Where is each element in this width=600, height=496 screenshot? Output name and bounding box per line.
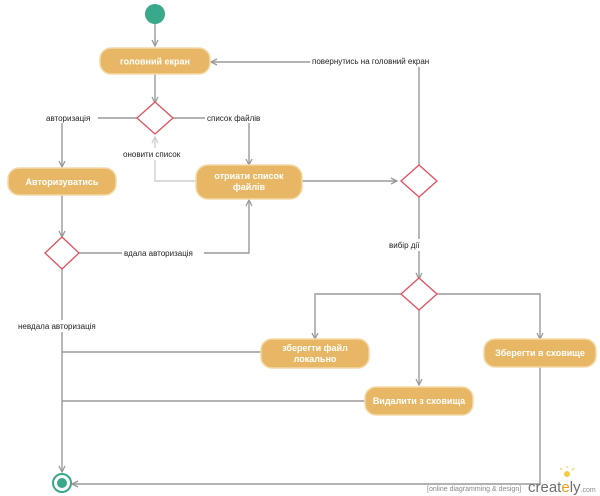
label-authorization: авторизація <box>46 114 90 123</box>
action-main-screen-label: головний екран <box>120 57 190 67</box>
action-save-local-label-2: локально <box>294 354 337 364</box>
connector-to-save-storage <box>437 293 540 339</box>
action-save-local-label-1: зберегти файл <box>282 343 348 353</box>
decision-auth <box>44 236 80 270</box>
action-main-screen: головний екран <box>99 47 211 75</box>
end-node <box>52 473 72 493</box>
watermark-brand: creately.com <box>528 479 596 496</box>
action-save-storage: Зберегти в сховище <box>483 338 597 368</box>
action-authorize: Авторизуватись <box>7 167 117 196</box>
label-back-to-main: повернутись на головний екран <box>312 57 429 66</box>
watermark-tagline: [online diagramming & design] <box>427 486 521 493</box>
label-file-list: список файлів <box>207 114 260 123</box>
decision-main <box>136 101 174 135</box>
action-authorize-label: Авторизуватись <box>26 177 99 187</box>
connector-auth-success <box>79 200 249 254</box>
action-get-list-label-2: файлів <box>233 182 266 192</box>
action-get-list-label-1: отриати список <box>214 171 284 181</box>
lightbulb-icon <box>559 466 575 477</box>
decision-action <box>400 277 438 311</box>
action-delete-storage: Видалити з сховища <box>364 386 474 416</box>
start-node <box>145 4 165 24</box>
label-choose-action: вибір дії <box>389 241 420 250</box>
connector-to-save-local <box>315 293 401 339</box>
decision-list <box>400 164 438 198</box>
label-auth-failed: невдала авторизація <box>18 322 96 331</box>
label-auth-success: вдала авторизація <box>124 249 193 258</box>
action-save-storage-label: Зберегти в сховище <box>495 348 585 358</box>
creately-watermark: [online diagramming & design] creately.c… <box>427 466 596 496</box>
action-save-local: зберегти файл локально <box>260 338 370 369</box>
action-get-list: отриати список файлів <box>195 164 303 200</box>
action-delete-storage-label: Видалити з сховища <box>373 396 466 406</box>
connector-save-storage-return <box>72 367 541 484</box>
label-refresh-list: оновити список <box>123 150 181 159</box>
